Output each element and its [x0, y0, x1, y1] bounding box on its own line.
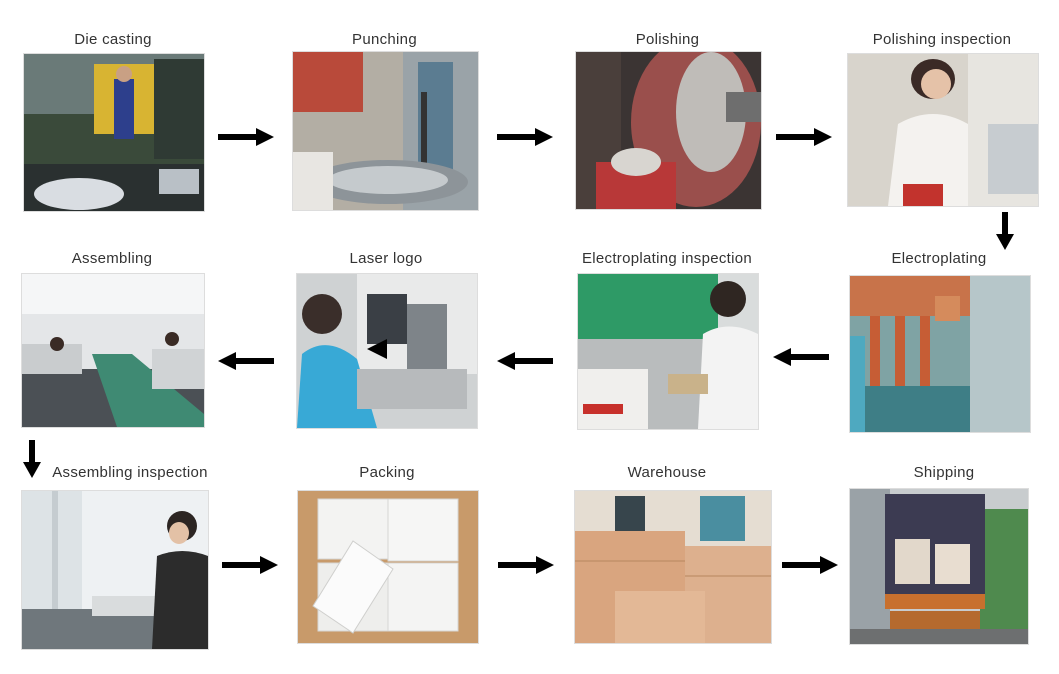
inspection-table-icon: [21, 490, 209, 650]
flow-arrow-right: [782, 556, 838, 574]
step-label: Polishing: [635, 31, 700, 48]
step-label: Die casting: [74, 31, 152, 48]
inspection-bench-icon: [577, 273, 759, 430]
polishing-wheel-icon: [575, 51, 762, 210]
step-label: Polishing inspection: [872, 31, 1012, 48]
laser-engraver-icon: [296, 273, 478, 429]
stacked-cartons-icon: [574, 490, 772, 644]
flow-arrow-right: [218, 128, 274, 146]
flow-arrow-left: [218, 352, 274, 370]
step-label: Laser logo: [349, 250, 423, 267]
step-label: Electroplating: [891, 250, 987, 267]
step-label: Warehouse: [627, 464, 707, 481]
step-label: Electroplating inspection: [581, 250, 753, 267]
plating-line-icon: [849, 275, 1031, 433]
flow-arrow-right: [497, 128, 553, 146]
flow-arrow-right: [222, 556, 278, 574]
flow-arrow-right: [498, 556, 554, 574]
carton-box-icon: [297, 490, 479, 644]
die-casting-machine-icon: [23, 53, 205, 212]
step-label: Shipping: [913, 464, 975, 481]
inspection-worker-icon: [847, 53, 1039, 207]
flow-arrow-down: [996, 212, 1014, 250]
step-label: Assembling inspection: [52, 464, 208, 481]
flow-arrow-left: [497, 352, 553, 370]
step-label: Packing: [359, 464, 415, 481]
flow-arrow-right: [776, 128, 832, 146]
step-label: Assembling: [71, 250, 153, 267]
step-label: Punching: [352, 31, 417, 48]
shipping-container-icon: [849, 488, 1029, 645]
punching-press-icon: [292, 51, 479, 211]
flow-arrow-down: [23, 440, 41, 478]
flow-arrow-left: [773, 348, 829, 366]
assembly-line-icon: [21, 273, 205, 428]
